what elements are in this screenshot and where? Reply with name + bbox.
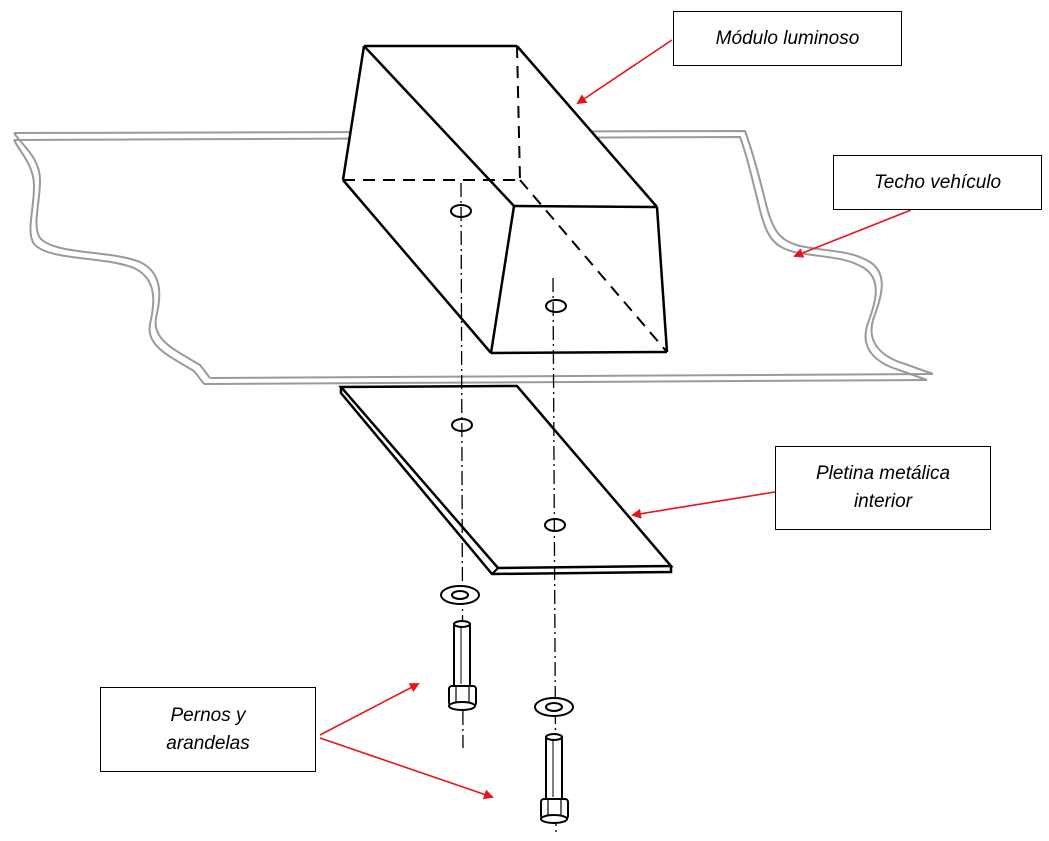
label-box-modulo-luminoso: Módulo luminoso [673,11,902,66]
arrow-modulo [576,39,673,105]
arrow-pernos-1 [319,683,420,736]
label-modulo-luminoso: Módulo luminoso [715,27,860,49]
vehicle-roof [13,129,934,385]
leader-arrows [319,39,912,800]
label-box-pletina-metalica: Pletina metálica interior [775,446,991,530]
label-techo-vehiculo: Techo vehículo [873,171,1002,193]
light-module [341,44,669,355]
bolt-1 [448,620,477,711]
bolt-washer-2 [534,697,574,824]
label-box-techo-vehiculo: Techo vehículo [833,155,1042,210]
label-pletina-metalica: Pletina metálica interior [815,463,951,512]
washer-2 [534,697,574,717]
washer-1 [440,585,480,605]
arrow-pletina [631,491,776,519]
label-pernos-arandelas: Pernos y arandelas [166,704,250,754]
arrow-techo [793,209,912,258]
arrow-pernos-2 [319,737,494,800]
metal-plate [338,384,674,576]
label-box-pernos-arandelas: Pernos y arandelas [100,687,316,772]
bolt-washer-1 [440,585,480,711]
module-hole-2 [545,299,567,313]
bolt-2 [540,733,569,824]
